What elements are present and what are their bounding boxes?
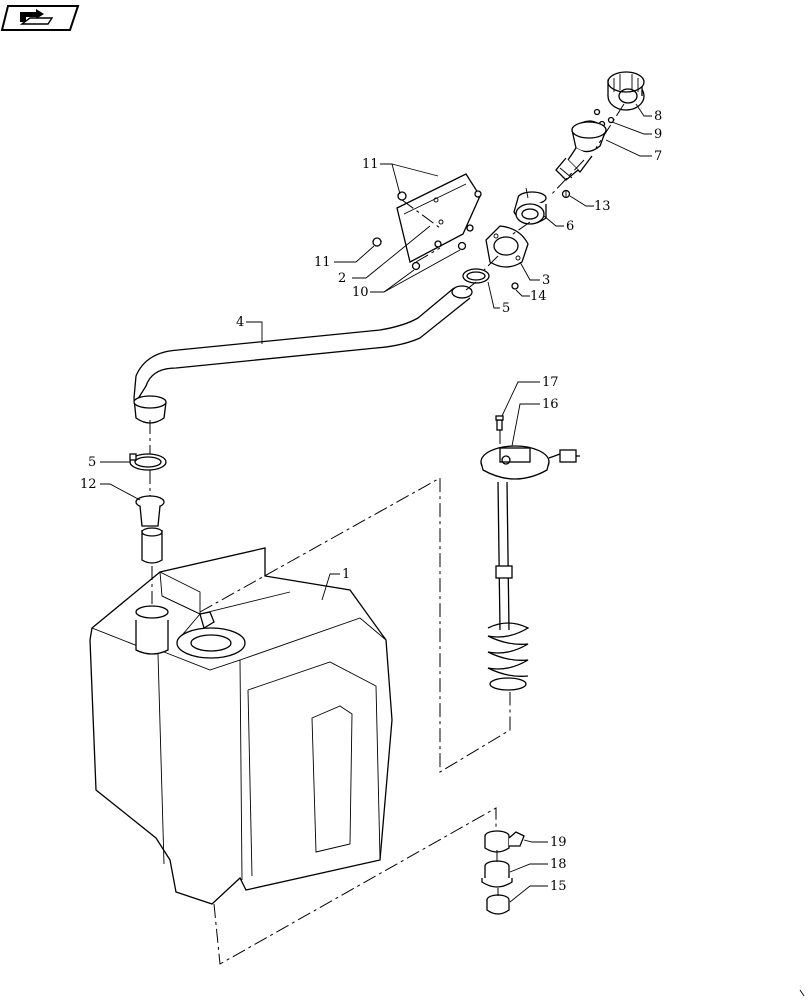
part-18-grommet xyxy=(481,860,513,888)
callout-18: 18 xyxy=(550,857,567,872)
assembly-lines xyxy=(149,103,625,965)
part-4-filler-hose xyxy=(133,285,473,424)
part-13-bolt xyxy=(561,189,571,199)
part-16-fuel-level-sender xyxy=(480,445,580,691)
callout-15: 15 xyxy=(550,879,567,894)
callout-3: 3 xyxy=(542,273,550,288)
part-17-screw xyxy=(495,415,504,431)
part-8-filler-cap xyxy=(607,71,645,111)
part-5-hose-clamp-upper xyxy=(462,268,490,284)
part-7-filler-neck xyxy=(555,120,607,181)
part-19-elbow-fitting xyxy=(484,830,525,853)
part-14-nut xyxy=(511,282,519,290)
part-6-adapter xyxy=(513,187,547,225)
callout-13: 13 xyxy=(594,199,611,214)
callout-4: 4 xyxy=(236,315,244,330)
callout-17: 17 xyxy=(542,375,559,390)
callout-19: 19 xyxy=(550,835,567,850)
part-10-bolt xyxy=(411,224,474,271)
leader-lines xyxy=(100,103,652,903)
callout-14: 14 xyxy=(530,289,547,304)
callout-1: 1 xyxy=(342,567,350,582)
part-3-mounting-flange xyxy=(485,225,529,268)
callout-10: 10 xyxy=(352,285,369,300)
callout-16: 16 xyxy=(542,397,559,412)
callout-11-upper: 11 xyxy=(362,157,379,172)
callout-5-lower: 5 xyxy=(88,455,96,470)
callout-8: 8 xyxy=(654,109,662,124)
nav-button[interactable] xyxy=(0,5,80,31)
callout-2: 2 xyxy=(338,271,346,286)
part-12-filler-tube-adapter xyxy=(135,495,165,564)
callout-5-upper: 5 xyxy=(502,301,510,316)
callout-9: 9 xyxy=(654,127,662,142)
corner-mark xyxy=(799,989,805,997)
part-2-bracket-plate xyxy=(396,173,481,263)
callout-12: 12 xyxy=(80,477,97,492)
callout-6: 6 xyxy=(566,219,574,234)
part-15-cap xyxy=(486,894,510,915)
folder-arrow-icon xyxy=(19,9,54,25)
callout-11-lower: 11 xyxy=(314,255,331,270)
part-5-hose-clamp-lower xyxy=(129,453,167,471)
part-1-fuel-tank xyxy=(89,547,393,905)
callout-7: 7 xyxy=(654,149,662,164)
callout-labels: 8 9 7 13 6 11 11 2 10 3 14 5 4 17 16 5 1… xyxy=(80,109,662,894)
